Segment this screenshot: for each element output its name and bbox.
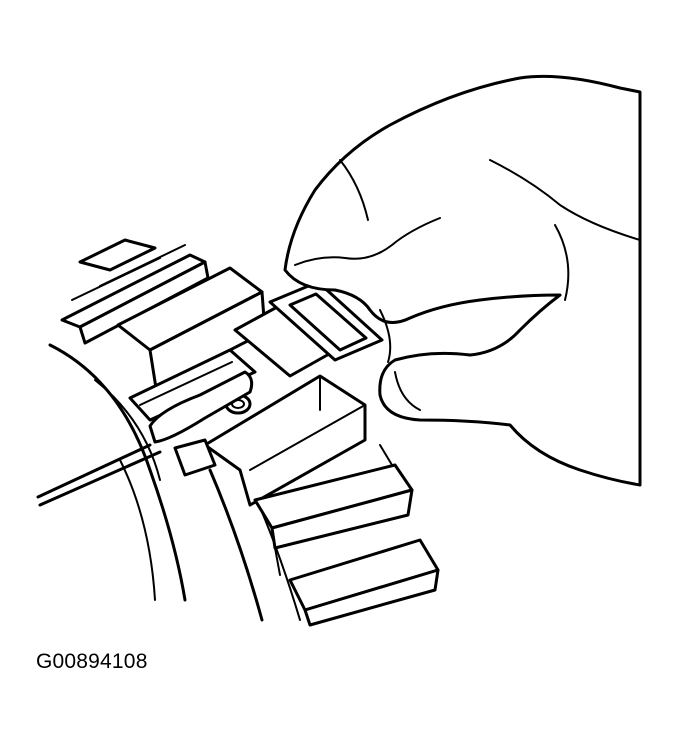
hand bbox=[283, 74, 642, 487]
screwdriver bbox=[36, 370, 254, 507]
gear-teeth-upper bbox=[60, 238, 267, 390]
gear-teeth-lower bbox=[253, 444, 440, 627]
figure-code: G00894108 bbox=[36, 650, 148, 673]
key-block bbox=[173, 280, 384, 507]
